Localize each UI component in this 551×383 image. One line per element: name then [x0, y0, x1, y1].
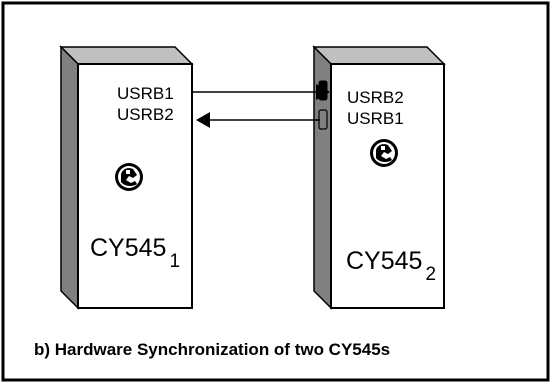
chip-2-subscript: 2 [425, 264, 437, 285]
connection-usrb1-to-usrb2-return [196, 112, 320, 128]
diagram-caption: b) Hardware Synchronization of two CY545… [34, 340, 391, 359]
chip-1-port-usrb2: USRB2 [117, 105, 174, 124]
chip-1 [59, 45, 194, 310]
globe-cpu-logo-icon [115, 163, 143, 191]
arrowhead-right-icon [316, 84, 330, 100]
chip-2-front-face [330, 63, 445, 309]
connection-usrb1-to-usrb2 [192, 84, 330, 100]
globe-cpu-logo-icon [370, 139, 398, 167]
chip-2-pin-2 [318, 109, 328, 130]
chip-2-name: CY545 [346, 247, 423, 275]
chip-1-side-face [60, 45, 79, 310]
chip-2-port-usrb1: USRB1 [347, 109, 404, 128]
chip-2-top-face [312, 46, 446, 65]
arrowhead-left-icon [196, 112, 210, 128]
chip-2 [312, 45, 446, 310]
chip-2-port-usrb2: USRB2 [347, 88, 404, 107]
chip-1-top-face [59, 46, 194, 65]
chip-1-subscript: 1 [169, 251, 181, 272]
chip-1-port-usrb1: USRB1 [117, 84, 174, 103]
chip-1-name: CY545 [90, 234, 167, 262]
